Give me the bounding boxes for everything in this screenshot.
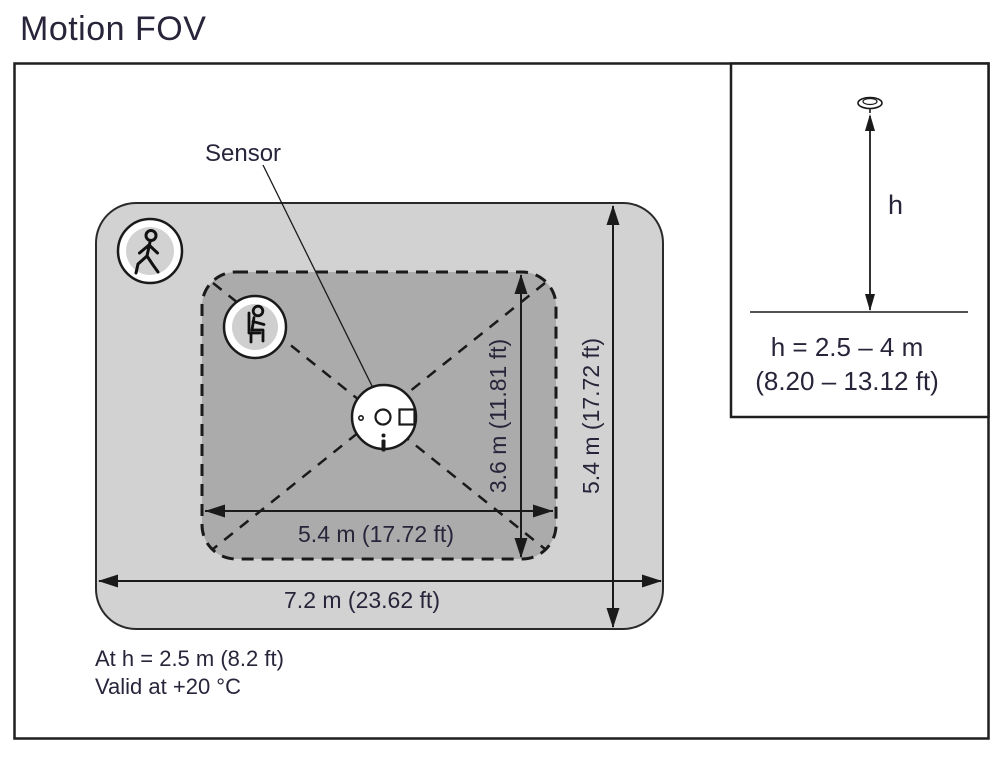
inner-depth-dimension: 3.6 m (11.81 ft) [485, 274, 528, 558]
arrowhead-right-icon [533, 504, 553, 518]
sensor-label: Sensor [205, 140, 281, 167]
arrowhead-up-icon [865, 114, 875, 131]
sensor-marker-dot [381, 433, 386, 438]
sensor-marker-bar [381, 439, 386, 452]
arrowhead-down-icon [606, 608, 620, 628]
inner-width-dimension: 5.4 m (17.72 ft) [205, 504, 553, 547]
fov-top-view: Sensor 5.4 m (17.72 ft) [95, 140, 664, 699]
sensor-lens-circle [374, 408, 392, 426]
walking-person-icon [116, 217, 184, 285]
ceiling-sensor-icon [857, 96, 883, 113]
mounting-height-panel: h h = 2.5 – 4 m (8.20 – 13.12 ft) [729, 62, 990, 419]
mounting-panel-frame [729, 62, 990, 419]
sensor-body [350, 383, 418, 451]
arrowhead-left-icon [98, 574, 118, 588]
inner-depth-label: 3.6 m (11.81 ft) [485, 339, 511, 493]
seated-badge-fill [232, 304, 278, 350]
sensor-leader-line [262, 164, 374, 389]
arrowhead-left-icon [205, 504, 225, 518]
note-mounting-height: At h = 2.5 m (8.2 ft) [95, 646, 284, 671]
outer-depth-label: 5.4 m (17.72 ft) [578, 338, 604, 494]
walking-badge-fill [126, 227, 174, 275]
outer-width-dimension: 7.2 m (23.62 ft) [98, 574, 662, 613]
arrowhead-up-icon [514, 274, 528, 294]
arrowhead-up-icon [606, 205, 620, 225]
arrowhead-right-icon [642, 574, 662, 588]
seated-person-glyph [247, 304, 266, 344]
mounting-range-imperial: (8.20 – 13.12 ft) [755, 366, 939, 396]
inner-width-label: 5.4 m (17.72 ft) [298, 521, 454, 547]
mounting-range-metric: h = 2.5 – 4 m [771, 332, 923, 362]
fov-diagonal-line [212, 282, 546, 550]
seated-person-icon [222, 294, 288, 360]
arrowhead-down-icon [865, 294, 875, 311]
height-symbol: h [888, 190, 903, 220]
arrowhead-down-icon [514, 538, 528, 558]
outer-width-label: 7.2 m (23.62 ft) [284, 587, 440, 613]
walking-person-glyph [134, 229, 160, 275]
height-dimension: h [865, 114, 903, 311]
sensor-led-dot [357, 414, 364, 421]
page-title: Motion FOV [20, 10, 206, 48]
sensor-window-square [398, 408, 416, 426]
outer-depth-dimension: 5.4 m (17.72 ft) [578, 205, 620, 628]
sensor-device-icon [350, 383, 418, 452]
note-temperature: Valid at +20 °C [95, 674, 241, 699]
